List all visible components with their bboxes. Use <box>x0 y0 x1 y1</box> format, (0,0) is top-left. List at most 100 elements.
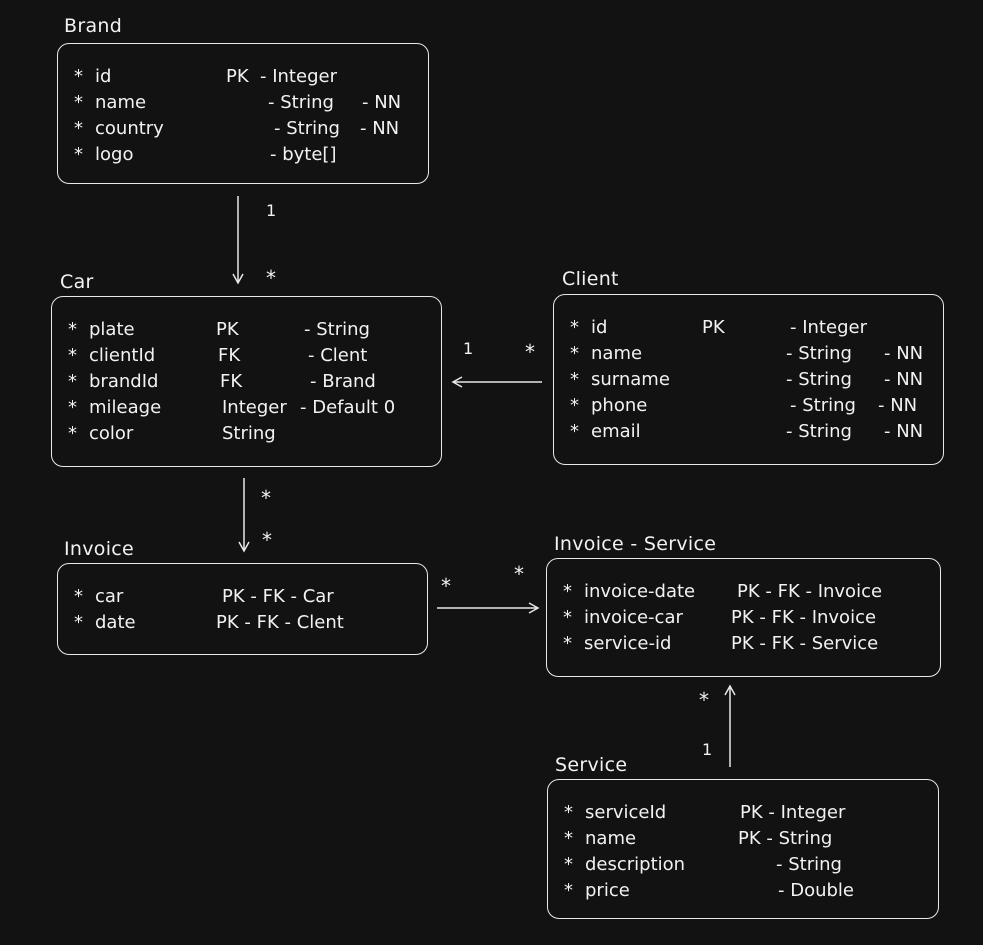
attribute-key: PK - String <box>738 828 833 849</box>
entity-title-service: Service <box>555 754 628 776</box>
mult-invoice-invoiceservice-to: * <box>514 562 524 586</box>
mult-client-car-to: 1 <box>463 339 474 358</box>
attribute-bullet: * <box>68 371 77 392</box>
attribute-name: car <box>95 586 124 607</box>
attribute-row: * country - String - NN <box>58 118 428 144</box>
entity-title-client: Client <box>562 268 619 290</box>
attribute-key: - String <box>776 854 842 875</box>
attribute-bullet: * <box>74 92 83 113</box>
attribute-bullet: * <box>570 421 579 442</box>
attribute-name: service-id <box>584 633 672 654</box>
mult-car-invoice-from: * <box>261 486 271 510</box>
attribute-constraint: - NN <box>884 369 924 390</box>
attribute-row: * description - String <box>548 854 938 880</box>
attribute-type: - byte[] <box>270 144 337 165</box>
attribute-name: price <box>585 880 630 901</box>
attribute-key: PK - FK - Car <box>222 586 334 607</box>
attribute-bullet: * <box>570 317 579 338</box>
attribute-name: name <box>591 343 643 364</box>
attribute-bullet: * <box>74 586 83 607</box>
attribute-bullet: * <box>570 343 579 364</box>
attribute-type: - Default 0 <box>300 397 396 418</box>
attribute-name: name <box>95 92 147 113</box>
attribute-name: country <box>95 118 164 139</box>
attribute-type: - String <box>786 369 852 390</box>
attribute-constraint: - NN <box>884 421 924 442</box>
attribute-name: description <box>585 854 686 875</box>
attribute-key: PK - FK - Clent <box>216 612 344 633</box>
attribute-key: String <box>222 423 276 444</box>
attribute-constraint: - NN <box>362 92 402 113</box>
attribute-row: * invoice-car PK - FK - Invoice <box>547 607 940 633</box>
attribute-constraint: - NN <box>360 118 400 139</box>
attribute-bullet: * <box>74 144 83 165</box>
attribute-bullet: * <box>564 854 573 875</box>
attribute-bullet: * <box>74 66 83 87</box>
attribute-key: PK - FK - Invoice <box>737 581 883 602</box>
attribute-bullet: * <box>68 397 77 418</box>
attribute-name: name <box>585 828 637 849</box>
entity-client: * id PK - Integer * name - String - NN *… <box>553 294 944 465</box>
attribute-key: Integer <box>222 397 287 418</box>
mult-service-invoiceservice-from: 1 <box>702 740 713 759</box>
attribute-name: date <box>95 612 136 633</box>
attribute-name: phone <box>591 395 648 416</box>
attribute-name: invoice-date <box>584 581 696 602</box>
mult-brand-car-from: 1 <box>266 201 277 220</box>
attribute-bullet: * <box>564 802 573 823</box>
attribute-bullet: * <box>570 395 579 416</box>
mult-brand-car-to: * <box>266 266 276 290</box>
attribute-bullet: * <box>68 423 77 444</box>
attribute-row: * id PK - Integer <box>554 317 943 343</box>
entity-invoice-service: * invoice-date PK - FK - Invoice * invoi… <box>546 558 941 677</box>
attribute-type: - String <box>786 421 852 442</box>
attribute-name: brandId <box>89 371 159 392</box>
attribute-row: * id PK - Integer <box>58 66 428 92</box>
attribute-bullet: * <box>570 369 579 390</box>
attribute-row: * color String <box>52 423 441 449</box>
attribute-row: * name - String - NN <box>554 343 943 369</box>
attribute-type: - String <box>304 319 370 340</box>
mult-client-car-from: * <box>525 340 535 364</box>
attribute-type: - Clent <box>308 345 368 366</box>
entity-brand: * id PK - Integer * name - String - NN *… <box>57 43 429 184</box>
attribute-key: PK - FK - Service <box>731 633 879 654</box>
attribute-name: logo <box>95 144 134 165</box>
attribute-bullet: * <box>563 581 572 602</box>
attribute-name: id <box>95 66 112 87</box>
entity-title-brand: Brand <box>64 15 123 37</box>
attribute-row: * clientId FK - Clent <box>52 345 441 371</box>
attribute-bullet: * <box>563 633 572 654</box>
entity-title-invoice-service: Invoice - Service <box>554 533 717 555</box>
entity-title-invoice: Invoice <box>64 538 135 560</box>
attribute-key: PK <box>216 319 239 340</box>
attribute-bullet: * <box>563 607 572 628</box>
attribute-type: - Integer <box>260 66 337 87</box>
attribute-row: * surname - String - NN <box>554 369 943 395</box>
mult-invoice-invoiceservice-from: * <box>441 574 451 598</box>
entity-car: * plate PK - String * clientId FK - Clen… <box>51 296 442 467</box>
attribute-name: serviceId <box>585 802 667 823</box>
attribute-row: * service-id PK - FK - Service <box>547 633 940 659</box>
attribute-type: - String <box>786 343 852 364</box>
attribute-name: mileage <box>89 397 162 418</box>
attribute-bullet: * <box>68 319 77 340</box>
attribute-key: PK - FK - Invoice <box>731 607 877 628</box>
attribute-bullet: * <box>564 828 573 849</box>
entity-service: * serviceId PK - Integer * name PK - Str… <box>547 779 939 919</box>
mult-service-invoiceservice-to: * <box>699 688 709 712</box>
attribute-row: * car PK - FK - Car <box>58 586 427 612</box>
attribute-name: color <box>89 423 134 444</box>
attribute-row: * date PK - FK - Clent <box>58 612 427 638</box>
attribute-key: PK - Integer <box>740 802 846 823</box>
attribute-name: id <box>591 317 608 338</box>
attribute-name: plate <box>89 319 135 340</box>
attribute-row: * email - String - NN <box>554 421 943 447</box>
attribute-row: * phone - String - NN <box>554 395 943 421</box>
attribute-key: FK <box>220 371 243 392</box>
attribute-key: FK <box>218 345 241 366</box>
attribute-name: invoice-car <box>584 607 683 628</box>
attribute-row: * plate PK - String <box>52 319 441 345</box>
attribute-type: - String <box>274 118 340 139</box>
